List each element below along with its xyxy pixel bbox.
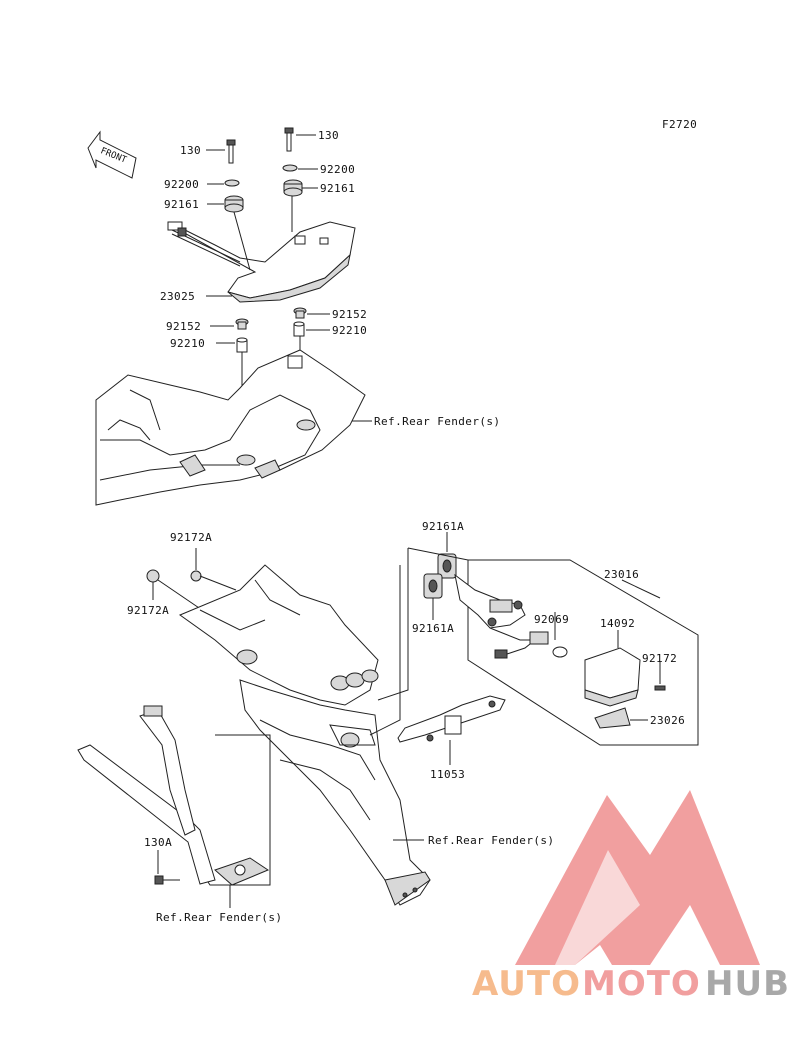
- label-130-right: 130: [318, 129, 339, 142]
- grommet-92161-left: [224, 195, 244, 213]
- watermark-logo: AUTO MOTO HUB: [472, 790, 790, 1004]
- label-92210-right: 92210: [332, 324, 367, 337]
- rear-fender-bottom-assembly: [178, 564, 431, 906]
- watermark-auto: AUTO: [472, 964, 581, 1004]
- clip-92172A-top: [190, 548, 237, 591]
- watermark-moto: MOTO: [582, 964, 701, 1004]
- label-130A: 130A: [144, 836, 172, 849]
- label-130-left: 130: [180, 144, 201, 157]
- label-92172A-left: 92172A: [127, 604, 169, 617]
- label-92172A-top: 92172A: [170, 531, 212, 544]
- bracket-11053: [397, 695, 506, 765]
- watermark-triangle: [515, 790, 760, 965]
- label-92210-left: 92210: [170, 337, 205, 350]
- tail-lamp-23025: [167, 196, 356, 303]
- label-92200-right: 92200: [320, 163, 355, 176]
- grommet-92161A-top: [437, 553, 457, 579]
- license-lamp-socket: [454, 573, 536, 659]
- grab-bar-stay: [77, 705, 270, 886]
- label-92161-left: 92161: [164, 198, 199, 211]
- label-23016: 23016: [604, 568, 639, 581]
- washer-92200-right: [282, 164, 298, 172]
- lens-23026: [594, 707, 648, 729]
- rear-fender-top: [95, 349, 366, 506]
- washer-92200-left: [224, 179, 240, 187]
- spacer-92210-left: [236, 337, 248, 353]
- bolt-130-left: [206, 139, 236, 164]
- collar-92152-right: [293, 307, 307, 319]
- label-92161A-top: 92161A: [422, 520, 464, 533]
- label-23025: 23025: [160, 290, 195, 303]
- assembly-box-23016: [407, 547, 699, 746]
- label-23026: 23026: [650, 714, 685, 727]
- label-ref-rear-fender-bottom: Ref.Rear Fender(s): [156, 911, 282, 924]
- spacer-92210-right: [293, 321, 305, 337]
- label-92200-left: 92200: [164, 178, 199, 191]
- bulb-92069: [529, 612, 568, 658]
- collar-92152-left: [235, 318, 249, 330]
- watermark-hub: HUB: [705, 964, 790, 1004]
- label-92161A-bottom: 92161A: [412, 622, 454, 635]
- label-14092: 14092: [600, 617, 635, 630]
- bolt-130-right: [284, 127, 316, 152]
- bolt-130A: [154, 850, 180, 885]
- figure-code: F2720: [662, 118, 697, 131]
- front-arrow: FRONT: [87, 130, 137, 179]
- screw-92172: [654, 662, 666, 691]
- label-ref-rear-fender-top: Ref.Rear Fender(s): [374, 415, 500, 428]
- label-92161-right: 92161: [320, 182, 355, 195]
- grommet-92161-right: [283, 179, 303, 197]
- grommet-92161A-bottom: [423, 573, 443, 599]
- label-11053: 11053: [430, 768, 465, 781]
- label-92152-right: 92152: [332, 308, 367, 321]
- label-92172: 92172: [642, 652, 677, 665]
- label-92069: 92069: [534, 613, 569, 626]
- clip-92172A-left: [146, 569, 206, 613]
- cover-14092: [584, 630, 641, 707]
- label-92152-left: 92152: [166, 320, 201, 333]
- label-ref-rear-fender-mid: Ref.Rear Fender(s): [428, 834, 554, 847]
